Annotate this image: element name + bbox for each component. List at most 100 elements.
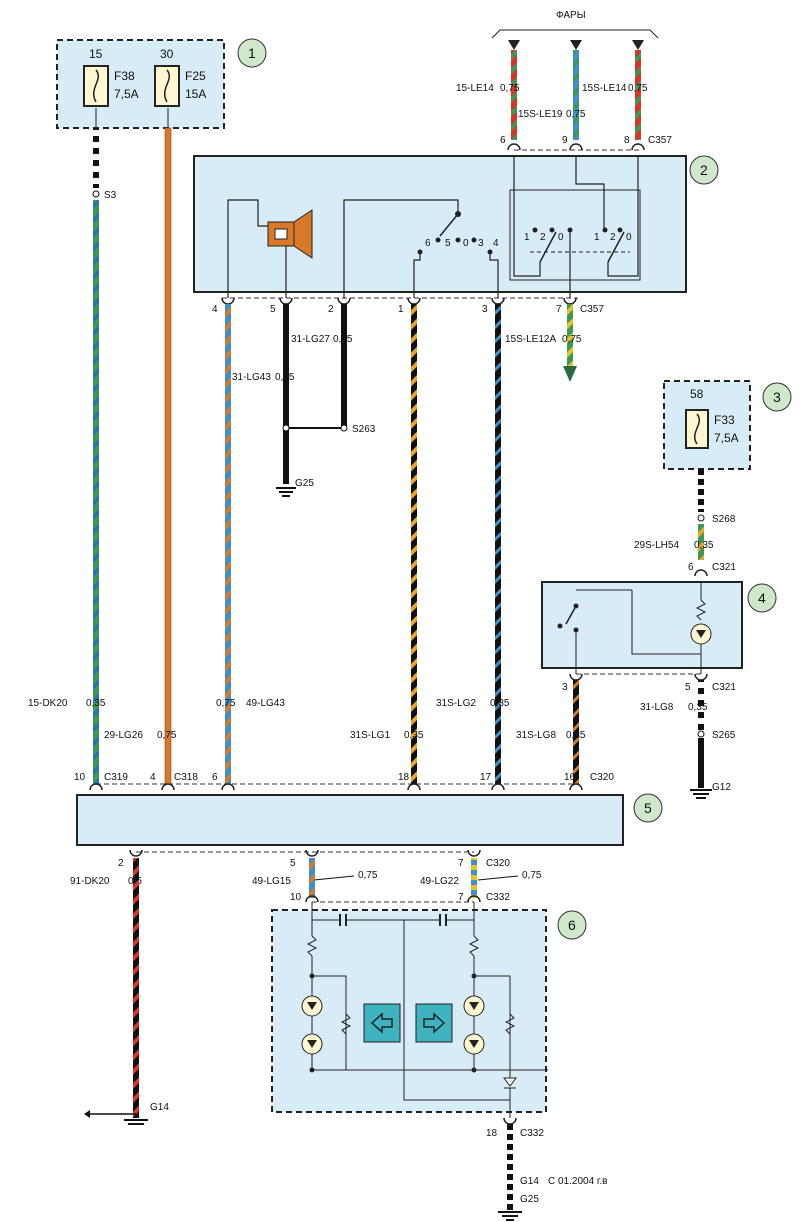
svg-text:0,75: 0,75 bbox=[157, 730, 177, 741]
svg-text:31S-LG8: 31S-LG8 bbox=[516, 730, 556, 741]
svg-text:C318: C318 bbox=[174, 772, 198, 783]
svg-text:2: 2 bbox=[328, 304, 334, 315]
svg-text:C332: C332 bbox=[486, 892, 510, 903]
fuse-box-3: 58 F33 7,5A S268 29S-LH54 0,35 6 C321 bbox=[634, 380, 751, 577]
callout-3: 3 bbox=[762, 382, 792, 412]
svg-text:4: 4 bbox=[150, 772, 156, 783]
fuse-f38-rating: 7,5A bbox=[114, 87, 139, 101]
svg-text:0,75: 0,75 bbox=[358, 870, 378, 881]
svg-text:0,75: 0,75 bbox=[522, 870, 542, 881]
module-6-indicators: 18 C332 G14 C 01.2004 г.в G25 bbox=[271, 902, 607, 1221]
svg-text:0,35: 0,35 bbox=[694, 540, 714, 551]
wire-15S-LE19 bbox=[573, 50, 579, 140]
svg-text:C320: C320 bbox=[590, 772, 614, 783]
svg-text:S3: S3 bbox=[104, 190, 117, 201]
svg-text:0,75: 0,75 bbox=[216, 698, 236, 709]
svg-text:16: 16 bbox=[564, 772, 576, 783]
headlights-title: ФАРЫ bbox=[556, 10, 586, 21]
svg-text:C321: C321 bbox=[712, 682, 736, 693]
svg-text:10: 10 bbox=[74, 772, 86, 783]
module-2-switch: 6 5 0 3 4 1 2 0 1 2 0 bbox=[193, 155, 687, 315]
svg-text:15S-LE19: 15S-LE19 bbox=[518, 109, 563, 120]
fuse-f25-rating: 15A bbox=[185, 87, 206, 101]
svg-text:15S-LE14: 15S-LE14 bbox=[582, 83, 627, 94]
svg-text:15-DK20: 15-DK20 bbox=[28, 698, 68, 709]
svg-text:6: 6 bbox=[688, 562, 694, 573]
switch-a: 6 5 0 3 4 bbox=[413, 211, 499, 298]
svg-text:4: 4 bbox=[493, 238, 499, 249]
svg-text:0: 0 bbox=[626, 232, 632, 243]
svg-text:C319: C319 bbox=[104, 772, 128, 783]
svg-text:49-LG22: 49-LG22 bbox=[420, 876, 459, 887]
svg-text:0,35: 0,35 bbox=[275, 372, 295, 383]
svg-text:7: 7 bbox=[458, 892, 464, 903]
svg-text:6: 6 bbox=[425, 238, 431, 249]
svg-text:0,35: 0,35 bbox=[404, 730, 424, 741]
svg-text:0: 0 bbox=[463, 238, 469, 249]
svg-text:C 01.2004 г.в: C 01.2004 г.в bbox=[548, 1176, 607, 1187]
svg-text:0: 0 bbox=[558, 232, 564, 243]
svg-text:0,75: 0,75 bbox=[628, 83, 648, 94]
fuse-f25-name: F25 bbox=[185, 69, 206, 83]
svg-text:G14: G14 bbox=[150, 1102, 169, 1113]
svg-text:0,35: 0,35 bbox=[333, 334, 353, 345]
svg-text:0,35: 0,35 bbox=[86, 698, 106, 709]
callout-2: 2 bbox=[689, 155, 719, 185]
svg-text:6: 6 bbox=[500, 135, 506, 146]
svg-text:9: 9 bbox=[562, 135, 568, 146]
svg-text:0,75: 0,75 bbox=[500, 83, 520, 94]
svg-text:18: 18 bbox=[486, 1128, 498, 1139]
headlights-group: ФАРЫ 15-LE14 0,75 15S-LE19 0,75 15S-LE14… bbox=[456, 10, 672, 151]
svg-text:5: 5 bbox=[685, 682, 691, 693]
svg-text:7: 7 bbox=[556, 304, 562, 315]
svg-text:5: 5 bbox=[270, 304, 276, 315]
fuse-f38-terminal: 15 bbox=[89, 47, 103, 61]
svg-text:0,75: 0,75 bbox=[566, 109, 586, 120]
svg-text:0,35: 0,35 bbox=[688, 702, 708, 713]
svg-text:G25: G25 bbox=[520, 1194, 539, 1205]
svg-text:18: 18 bbox=[398, 772, 410, 783]
svg-text:S263: S263 bbox=[352, 424, 376, 435]
callout-5: 5 bbox=[633, 793, 663, 823]
fuse-f25-terminal: 30 bbox=[160, 47, 174, 61]
svg-text:4: 4 bbox=[758, 590, 766, 606]
svg-text:2: 2 bbox=[118, 858, 124, 869]
svg-text:58: 58 bbox=[690, 387, 704, 401]
wire-labels-upper: 15-DK20 0,35 29-LG26 0,75 0,75 49-LG43 3… bbox=[28, 698, 614, 783]
svg-text:S268: S268 bbox=[712, 514, 736, 525]
svg-text:0,35: 0,35 bbox=[490, 698, 510, 709]
fuse-f38-name: F38 bbox=[114, 69, 135, 83]
svg-text:8: 8 bbox=[624, 135, 630, 146]
wire-15S-LE14 bbox=[635, 50, 641, 140]
svg-text:C320: C320 bbox=[486, 858, 510, 869]
svg-text:4: 4 bbox=[212, 304, 218, 315]
svg-text:49-LG15: 49-LG15 bbox=[252, 876, 291, 887]
svg-text:G14: G14 bbox=[520, 1176, 539, 1187]
svg-text:2: 2 bbox=[540, 232, 546, 243]
switch-bc: 1 2 0 1 2 0 bbox=[509, 156, 641, 298]
module-2-pins: 4 5 2 1 3 7 C357 bbox=[212, 297, 604, 315]
svg-text:0,75: 0,75 bbox=[562, 334, 582, 345]
svg-text:91-DK20: 91-DK20 bbox=[70, 876, 110, 887]
svg-text:31-LG43: 31-LG43 bbox=[232, 372, 271, 383]
svg-text:1: 1 bbox=[398, 304, 404, 315]
svg-text:C321: C321 bbox=[712, 562, 736, 573]
svg-text:6: 6 bbox=[212, 772, 218, 783]
svg-text:3: 3 bbox=[478, 238, 484, 249]
module-5 bbox=[76, 783, 624, 857]
svg-text:C357: C357 bbox=[580, 304, 604, 315]
svg-text:3: 3 bbox=[773, 389, 781, 405]
svg-text:15S-LE12A: 15S-LE12A bbox=[505, 334, 556, 345]
svg-text:5: 5 bbox=[445, 238, 451, 249]
svg-text:29S-LH54: 29S-LH54 bbox=[634, 540, 679, 551]
wires-lower: 2 91-DK20 0,5 G14 5 49-LG15 0,75 10 7 C3… bbox=[70, 858, 542, 1125]
fuse-box-1: 15 30 F38 7,5A F25 15A bbox=[56, 39, 225, 129]
svg-text:5: 5 bbox=[644, 800, 652, 816]
callout-1: 1 bbox=[237, 38, 267, 68]
svg-text:49-LG43: 49-LG43 bbox=[246, 698, 285, 709]
module-4-switch: 3 5 C321 31-LG8 0,35 S265 G12 bbox=[541, 581, 743, 799]
svg-text:7: 7 bbox=[458, 858, 464, 869]
fuse-f38-icon bbox=[83, 65, 109, 107]
svg-text:31S-LG1: 31S-LG1 bbox=[350, 730, 390, 741]
